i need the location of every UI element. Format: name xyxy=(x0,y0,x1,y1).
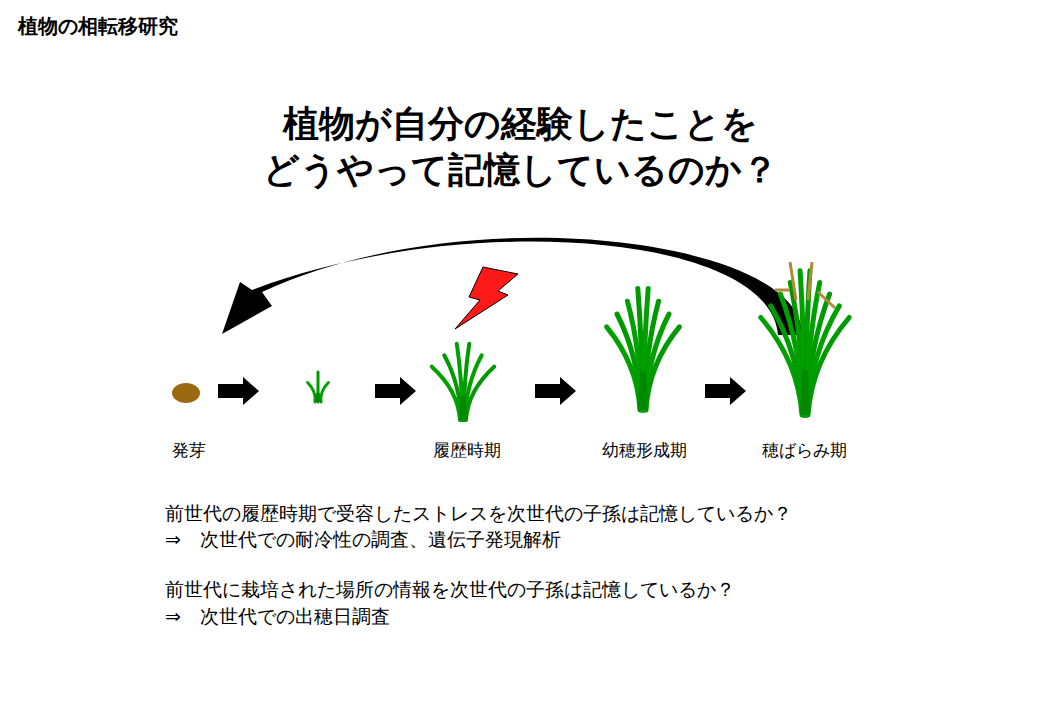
stem xyxy=(315,393,321,402)
stem xyxy=(459,395,467,420)
stress-lightning xyxy=(455,267,518,329)
stage-label: 幼穂形成期 xyxy=(602,440,687,460)
leaf xyxy=(466,367,494,420)
stage-label: 穂ばらみ期 xyxy=(762,440,847,460)
question-text: 前世代の履歴時期で受容したストレスを次世代の子孫は記憶しているか？ xyxy=(165,502,792,525)
main-question: 植物が自分の経験したことを xyxy=(283,102,758,145)
slide-title: 植物の相転移研究 xyxy=(18,14,178,38)
main-question: どうやって記憶しているのか？ xyxy=(263,148,778,191)
leaf xyxy=(308,383,316,403)
leaf xyxy=(808,318,849,416)
leaf xyxy=(432,367,460,420)
stage-label: 履歴時期 xyxy=(433,440,501,460)
stage-label: 発芽 xyxy=(172,440,206,460)
return-arrow xyxy=(222,238,802,335)
seed xyxy=(172,383,200,403)
answer-text: ⇒ 次世代での出穂日調査 xyxy=(165,605,390,628)
stem xyxy=(638,372,648,410)
leaf xyxy=(321,383,329,403)
answer-text: ⇒ 次世代での耐冷性の調査、遺伝子発現解析 xyxy=(165,528,561,551)
rice-ears xyxy=(775,262,835,308)
question-text: 前世代に栽培された場所の情報を次世代の子孫は記憶しているか？ xyxy=(165,578,735,601)
rice-plants xyxy=(308,271,850,420)
stem xyxy=(800,370,810,415)
leaf xyxy=(646,327,679,410)
